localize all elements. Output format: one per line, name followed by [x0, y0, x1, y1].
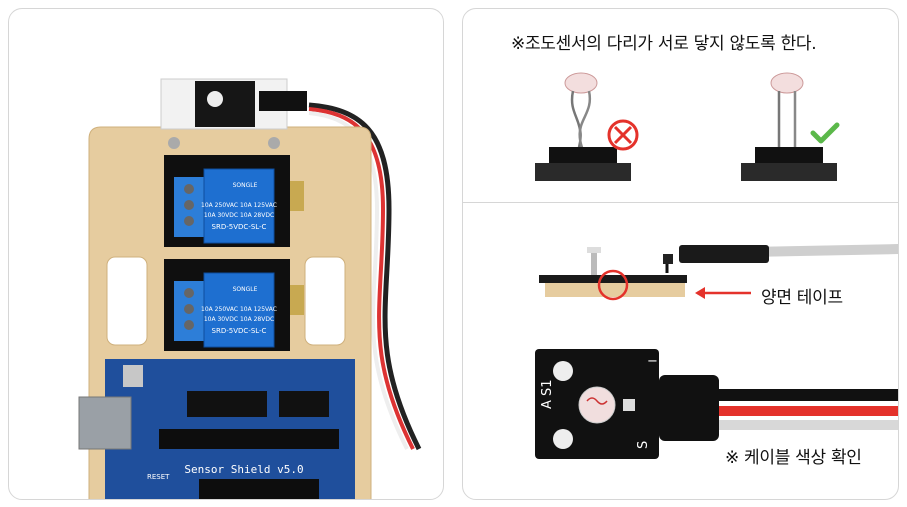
- section-divider: [463, 202, 898, 203]
- x-circle-icon: [607, 119, 639, 151]
- tape-caption: 양면 테이프: [761, 288, 843, 308]
- shield-label: Sensor Shield v5.0: [184, 463, 303, 476]
- relay2-brand: SONGLE: [233, 286, 258, 293]
- check-icon: [810, 122, 840, 144]
- instruction-illustrations: A S1 S −: [535, 72, 898, 459]
- instructions-panel: ※조도센서의 다리가 서로 닿지 않도록 한다.: [462, 8, 899, 500]
- arrow-icon: [695, 287, 751, 299]
- cable-color-caption: ※ 케이블 색상 확인: [725, 448, 862, 468]
- correct-sensor-illustration: [741, 72, 837, 181]
- relay1-model: SRD-5VDC-SL-C: [212, 223, 267, 231]
- relay2-model: SRD-5VDC-SL-C: [212, 327, 267, 335]
- leg-note-caption: ※조도센서의 다리가 서로 닿지 않도록 한다.: [511, 34, 817, 54]
- sensor-pin-s: S: [636, 441, 651, 449]
- relay2-line2: 10A 30VDC 10A 28VDC: [204, 316, 274, 323]
- reset-label: RESET: [147, 473, 170, 481]
- relay1-brand: SONGLE: [233, 182, 258, 189]
- relay2-line1: 10A 250VAC 10A 125VAC: [201, 306, 277, 313]
- sensor-label-a-s1: A S1: [540, 379, 555, 409]
- assembly-photo-panel: 10A 250VAC 10A 125VAC 10A 30VDC 10A 28VD…: [8, 8, 444, 500]
- side-view-illustration: [539, 244, 898, 301]
- relay1-line1: 10A 250VAC 10A 125VAC: [201, 202, 277, 209]
- sensor-module-illustration: A S1 S −: [535, 349, 898, 459]
- relay1-line2: 10A 30VDC 10A 28VDC: [204, 212, 274, 219]
- sensor-pin-minus: −: [647, 354, 658, 369]
- assembly-photo: 10A 250VAC 10A 125VAC 10A 30VDC 10A 28VD…: [78, 78, 422, 499]
- wrong-sensor-illustration: [535, 72, 631, 181]
